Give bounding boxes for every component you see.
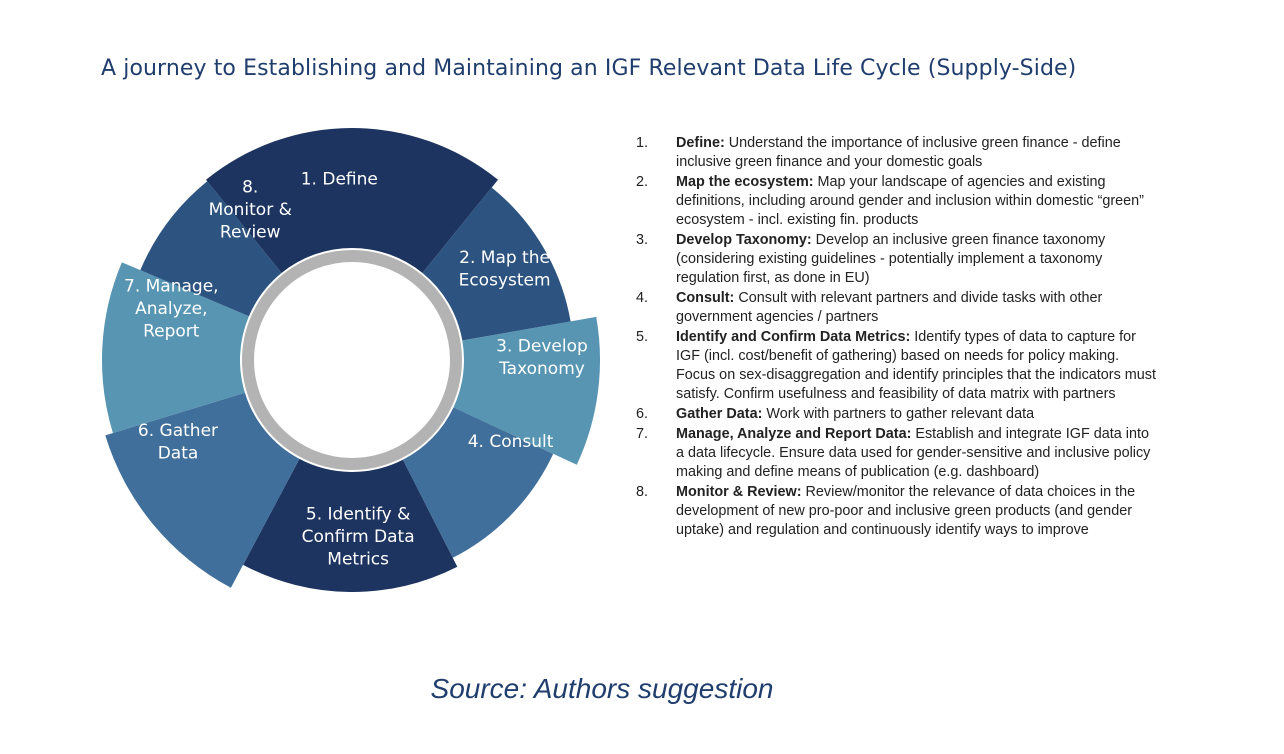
step-number: 7.: [636, 426, 649, 442]
step-item-4: 4. Consult: Consult with relevant partner…: [636, 289, 1156, 327]
step-description: Map your landscape of agencies and exist…: [676, 174, 1144, 228]
step-text: Develop Taxonomy: Develop an inclusive g…: [676, 231, 1156, 288]
cycle-segment-3: [453, 316, 600, 465]
step-item-2: 2. Map the ecosystem: Map your landscape …: [636, 173, 1156, 230]
center-ring: [242, 250, 462, 470]
step-text: Define: Understand the importance of inc…: [676, 134, 1156, 172]
step-description: Establish and integrate IGF data into a …: [676, 426, 1151, 480]
cycle-segment-7: [101, 262, 249, 434]
step-description: Review/monitor the relevance of data cho…: [676, 484, 1136, 538]
step-name: Gather Data:: [676, 406, 763, 422]
step-number: 2.: [636, 174, 649, 190]
step-number: 1.: [636, 135, 649, 151]
step-description: Understand the importance of inclusive g…: [676, 135, 1121, 170]
cycle-segment-1: [205, 128, 499, 273]
step-name: Monitor & Review:: [676, 484, 802, 500]
step-number: 6.: [636, 406, 649, 422]
step-name: Define:: [676, 135, 725, 151]
cycle-label-7: 7. Manage,Analyze,Report: [124, 277, 219, 342]
step-name: Map the ecosystem:: [676, 174, 814, 190]
cycle-segment-4: [402, 407, 554, 558]
step-number: 5.: [636, 329, 649, 345]
cycle-label-4: 4. Consult: [468, 432, 554, 452]
step-text: Monitor & Review: Review/monitor the rel…: [676, 483, 1156, 540]
cycle-segment-5: [243, 458, 458, 593]
diagram-title: A journey to Establishing and Maintainin…: [101, 56, 1077, 81]
step-text: Map the ecosystem: Map your landscape of…: [676, 173, 1156, 230]
step-name: Manage, Analyze and Report Data:: [676, 426, 912, 442]
step-item-8: 8. Monitor & Review: Review/monitor the r…: [636, 483, 1156, 540]
step-description: Consult with relevant partners and divid…: [676, 290, 1103, 325]
cycle-segment-6: [105, 392, 300, 588]
step-name: Develop Taxonomy:: [676, 232, 812, 248]
step-text: Identify and Confirm Data Metrics: Ident…: [676, 328, 1156, 404]
step-item-3: 3. Develop Taxonomy: Develop an inclusive…: [636, 231, 1156, 288]
cycle-label-8: 8.Monitor &Review: [209, 178, 292, 243]
step-name: Identify and Confirm Data Metrics:: [676, 329, 911, 345]
step-description: Identify types of data to capture for IG…: [676, 329, 1156, 402]
step-number: 4.: [636, 290, 649, 306]
cycle-label-1: 1. Define: [301, 169, 378, 189]
source-caption: Source: Authors suggestion: [430, 673, 774, 704]
step-description: Work with partners to gather relevant da…: [762, 406, 1035, 422]
step-text: Manage, Analyze and Report Data: Establi…: [676, 425, 1156, 482]
cycle-segment-8: [140, 181, 282, 317]
step-text: Gather Data: Work with partners to gathe…: [676, 405, 1156, 424]
step-number: 8.: [636, 484, 649, 500]
step-item-5: 5. Identify and Confirm Data Metrics: Ide…: [636, 328, 1156, 404]
steps-list: 1. Define: Understand the importance of i…: [636, 134, 1156, 541]
step-item-6: 6. Gather Data: Work with partners to gat…: [636, 405, 1156, 424]
step-item-7: 7. Manage, Analyze and Report Data: Estab…: [636, 425, 1156, 482]
cycle-segment-2: [422, 187, 571, 341]
step-description: Develop an inclusive green finance taxon…: [676, 232, 1106, 286]
step-text: Consult: Consult with relevant partners …: [676, 289, 1156, 327]
step-number: 3.: [636, 232, 649, 248]
step-item-1: 1. Define: Understand the importance of i…: [636, 134, 1156, 172]
step-name: Consult:: [676, 290, 735, 306]
